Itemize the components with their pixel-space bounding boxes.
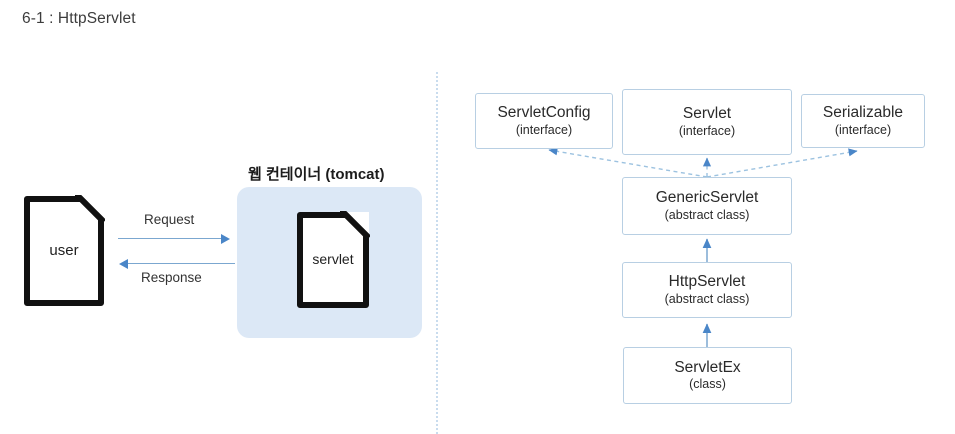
servlet-document-icon: servlet <box>297 212 369 308</box>
response-arrow-line <box>127 263 235 264</box>
page-title: 6-1 : HttpServlet <box>22 10 136 27</box>
page-fold-edge <box>340 211 370 241</box>
class-name: Serializable <box>822 104 904 122</box>
user-node-label: user <box>49 242 79 259</box>
class-box-servletex[interactable]: ServletEx (class) <box>623 347 792 404</box>
web-container-title: 웹 컨테이너 (tomcat) <box>248 166 385 183</box>
request-label: Request <box>144 212 195 227</box>
uml-connectors <box>548 147 858 347</box>
panel-divider <box>436 72 438 434</box>
class-stereotype: (interface) <box>834 122 892 137</box>
class-name: GenericServlet <box>655 189 759 207</box>
class-name: ServletEx <box>674 358 741 376</box>
class-box-servlet[interactable]: Servlet (interface) <box>622 89 792 155</box>
class-stereotype: (class) <box>689 377 726 392</box>
class-name: ServletConfig <box>497 104 591 122</box>
class-box-serializable[interactable]: Serializable (interface) <box>801 94 925 148</box>
request-response-diagram: user Request Response 웹 컨테이너 (tomcat) se… <box>0 0 436 434</box>
request-arrow-line <box>118 238 226 239</box>
class-box-genericservlet[interactable]: GenericServlet (abstract class) <box>622 177 792 235</box>
response-arrow-head <box>119 259 128 269</box>
request-arrow-head <box>221 234 230 244</box>
class-name: HttpServlet <box>668 273 746 291</box>
servlet-node-label: servlet <box>312 251 354 267</box>
implements-arrow-serializable <box>706 148 858 178</box>
class-box-httpservlet[interactable]: HttpServlet (abstract class) <box>622 262 792 318</box>
page-fold-edge <box>75 195 105 225</box>
class-stereotype: (abstract class) <box>664 207 750 222</box>
class-stereotype: (abstract class) <box>664 291 750 306</box>
class-stereotype: (interface) <box>678 123 736 138</box>
class-name: Servlet <box>682 105 732 123</box>
response-label: Response <box>141 270 202 285</box>
class-stereotype: (interface) <box>515 122 573 137</box>
class-box-servletconfig[interactable]: ServletConfig (interface) <box>475 93 613 149</box>
class-hierarchy-diagram: ServletConfig (interface) Servlet (inter… <box>436 0 955 434</box>
user-document-icon: user <box>24 196 104 306</box>
